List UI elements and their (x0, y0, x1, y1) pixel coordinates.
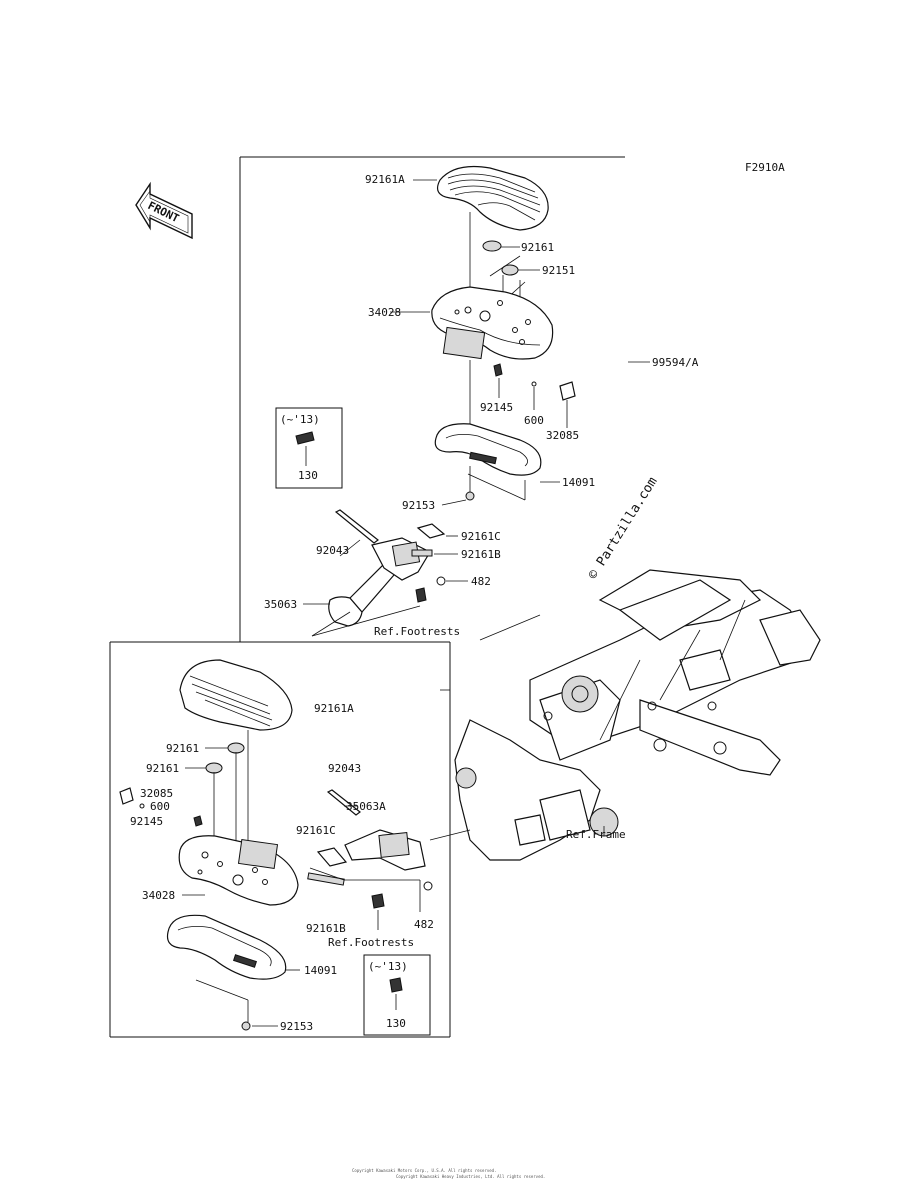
front-arrow-icon: FRONT (135, 181, 193, 240)
label-32085: 32085 (546, 429, 579, 442)
lower-floorboard-assembly (119, 659, 450, 1036)
washer-92161C-upper (416, 523, 446, 539)
grommet-92161-lower-b (205, 762, 223, 774)
grommet-92161-lower-a (227, 742, 245, 754)
pin-600 (531, 381, 537, 387)
bottom-plate-14091 (434, 423, 542, 476)
label-92161A: 92161A (365, 173, 405, 186)
label-14091-lower: 14091 (304, 964, 337, 977)
spacer-92161B-lower (307, 872, 345, 886)
label-34028-lower: 34028 (142, 889, 175, 902)
label-482-lower: 482 (414, 918, 434, 931)
label-32085-lower: 32085 (140, 787, 173, 800)
label-92161B: 92161B (461, 548, 501, 561)
label-34028: 34028 (368, 306, 401, 319)
ref-frame-label: Ref.Frame (566, 828, 626, 841)
bracket-32085 (559, 381, 576, 401)
label-92161B-lower: 92161B (306, 922, 346, 935)
label-92151: 92151 (542, 264, 575, 277)
ref-footrests-lower: Ref.Footrests (328, 936, 414, 949)
label-92043: 92043 (316, 544, 349, 557)
label-92145-lower: 92145 (130, 815, 163, 828)
inset-label-upper: (~'13) (280, 413, 320, 426)
screw-92145-lower (193, 815, 203, 827)
label-600: 600 (524, 414, 544, 427)
diagram-code: F2910A (745, 161, 785, 174)
pin-600-lower (139, 803, 145, 809)
rubber-pad-92161A (437, 165, 549, 231)
label-35063: 35063 (264, 598, 297, 611)
copyright-line-1: Copyright Kawasaki Motors Corp., U.S.A. … (352, 1168, 497, 1173)
label-92043-lower: 92043 (328, 762, 361, 775)
label-92161-lower-b: 92161 (146, 762, 179, 775)
pin-92043-upper (334, 509, 379, 544)
label-92161C-lower: 92161C (296, 824, 336, 837)
label-14091: 14091 (562, 476, 595, 489)
clip-482-lower (423, 881, 433, 891)
bolt-130-lower (389, 977, 403, 993)
clip-482-upper (436, 576, 446, 586)
screw-92145 (493, 363, 503, 377)
watermark: © Partzilla.com (586, 474, 661, 582)
bottom-plate-14091-lower (166, 914, 287, 980)
inset-part-lower: 130 (386, 1017, 406, 1030)
pin-92043-lower (326, 789, 361, 816)
upper-frame-outline (239, 156, 625, 642)
inset-box-upper (275, 407, 343, 489)
inset-part-upper: 130 (298, 469, 318, 482)
bolt-130-upper (295, 431, 315, 445)
copyright-line-2: Copyright Kawasaki Heavy Industries, Ltd… (396, 1174, 545, 1179)
lower-frame-outline (109, 641, 451, 1038)
rubber-pad-92161A-lower (179, 659, 293, 731)
washer-92161C-lower (316, 847, 348, 867)
label-92161A-lower: 92161A (314, 702, 354, 715)
nut-92153-lower (241, 1021, 251, 1031)
ref-footrests-upper: Ref.Footrests (374, 625, 460, 638)
label-92153-lower: 92153 (280, 1020, 313, 1033)
motorcycle-frame (429, 569, 821, 861)
label-482: 482 (471, 575, 491, 588)
nut-92153 (465, 491, 475, 501)
label-92153: 92153 (402, 499, 435, 512)
label-35063A: 35063A (346, 800, 386, 813)
spacer-92161B-upper (411, 549, 433, 557)
label-92161: 92161 (521, 241, 554, 254)
stay-35063 (328, 596, 363, 627)
label-92161C: 92161C (461, 530, 501, 543)
inset-label-lower: (~'13) (368, 960, 408, 973)
label-99594A: 99594/A (652, 356, 699, 369)
inset-box-lower (363, 954, 431, 1036)
grommet-92161 (482, 240, 502, 252)
label-600-lower: 600 (150, 800, 170, 813)
label-92145: 92145 (480, 401, 513, 414)
upper-floorboard-assembly (275, 165, 650, 637)
label-92161-lower-a: 92161 (166, 742, 199, 755)
bracket-32085-lower (119, 787, 134, 805)
